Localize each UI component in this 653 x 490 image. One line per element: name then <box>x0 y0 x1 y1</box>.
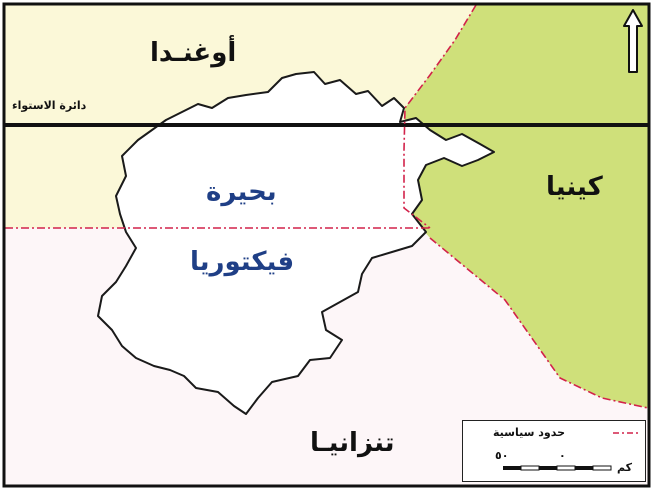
legend-scale-value: ٥٠ <box>495 449 509 462</box>
lake-label-line1: بحيرة <box>206 177 277 207</box>
legend-scale-zero: ٠ <box>559 449 566 462</box>
legend-graphics <box>503 432 639 471</box>
lake-victoria-water <box>97 71 495 415</box>
north-arrow-icon <box>623 9 643 73</box>
legend-scale-unit: كم <box>617 461 633 474</box>
lake-label-line2: فيكتوريا <box>190 247 295 277</box>
tanzania-label: تنزانيـا <box>310 428 395 458</box>
kenya-label: كينيا <box>546 172 603 202</box>
scale-bar <box>503 465 612 471</box>
equator-label: دائرة الاستواء <box>12 99 87 112</box>
boundary-uganda-kenya <box>403 4 477 229</box>
kenya-land <box>404 5 648 408</box>
uganda-label: أوغنـدا <box>150 38 237 68</box>
boundary-kenya-tanzania <box>429 237 649 409</box>
legend-boundary-label: حدود سياسية <box>493 426 566 439</box>
map-legend: حدود سياسية ٥٠ ٠ كم <box>462 420 646 482</box>
